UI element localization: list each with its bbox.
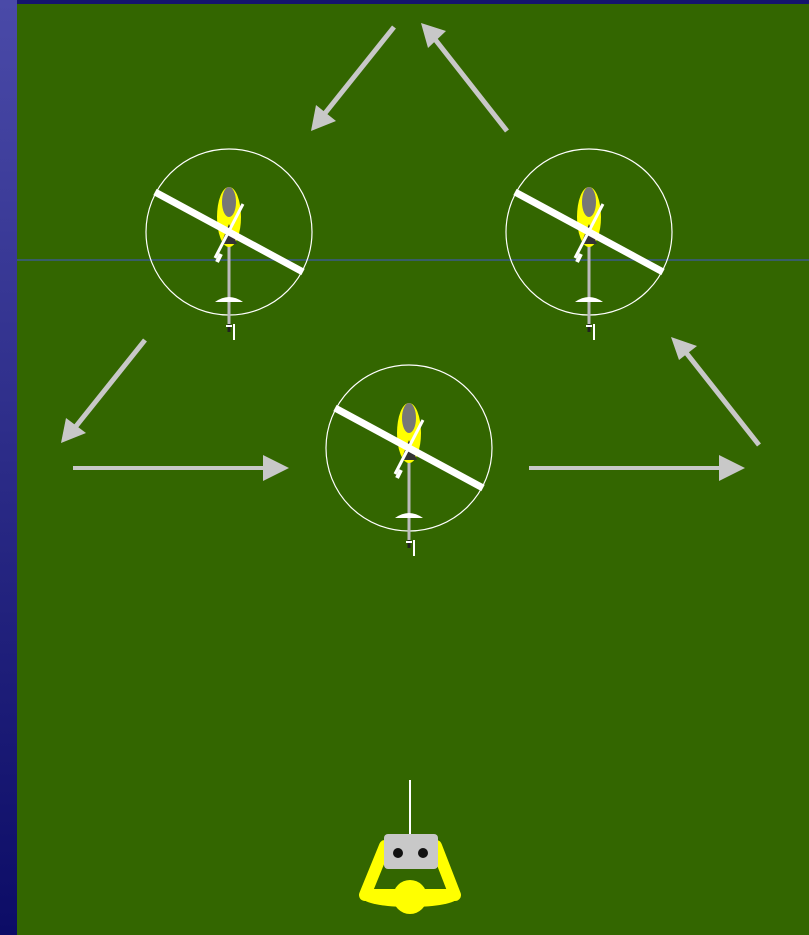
diagram-canvas <box>0 0 809 935</box>
flight-pattern-diagram <box>0 0 809 935</box>
